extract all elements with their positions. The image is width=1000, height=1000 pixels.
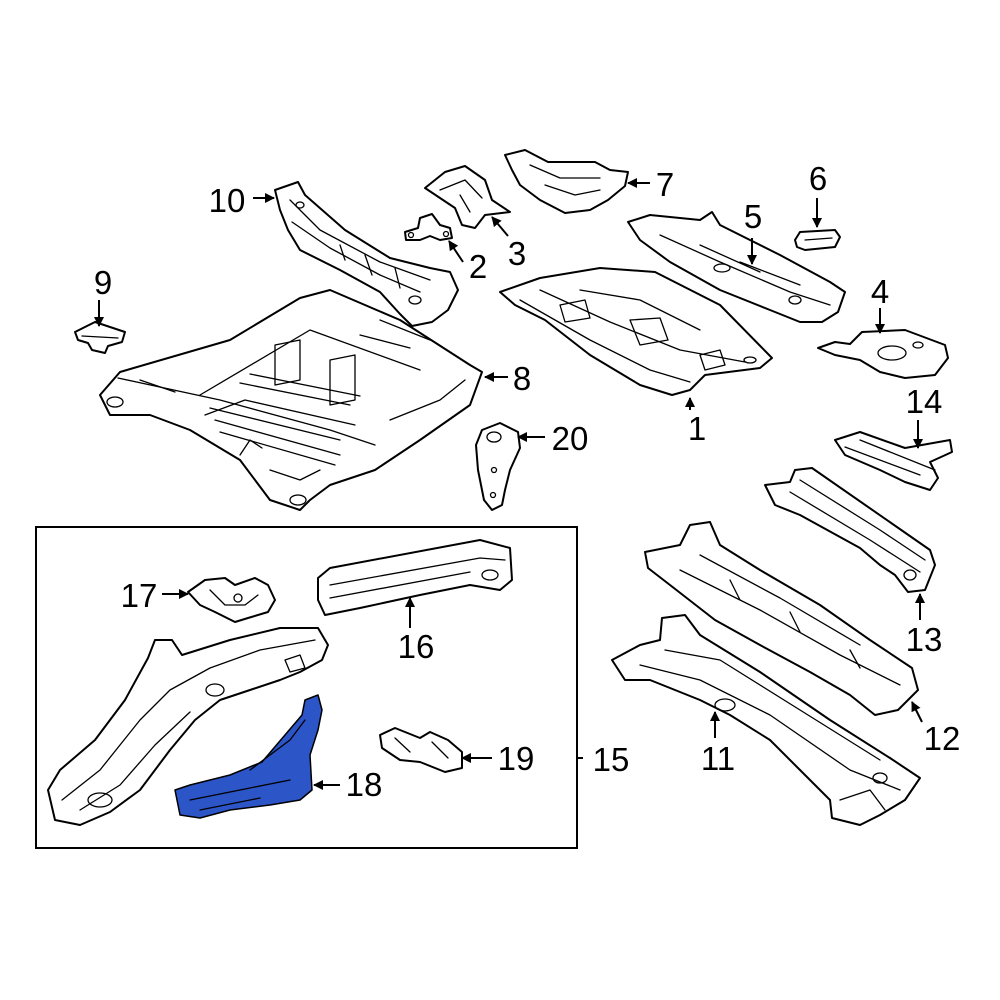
part-15-side-member[interactable] [47,627,329,826]
part-13-cross-member[interactable] [764,467,936,593]
callout-2: 2 [469,248,487,285]
part-7-reinforcement[interactable] [504,149,629,214]
callout-labels: 1 2 3 4 5 6 7 8 9 10 11 12 13 14 15 16 1… [94,160,961,803]
part-2-bracket[interactable] [404,213,453,241]
callout-7: 7 [656,166,674,203]
part-9-plate[interactable] [74,321,126,354]
callout-5: 5 [744,198,762,235]
part-20-bracket[interactable] [475,422,521,511]
part-3-bracket[interactable] [424,165,511,229]
part-19-bracket[interactable] [379,727,463,773]
callout-8: 8 [513,360,531,397]
part-17-bracket[interactable] [187,577,276,623]
callout-19: 19 [498,740,535,777]
part-12-cross-member[interactable] [644,521,919,716]
callout-10: 10 [209,182,246,219]
callout-4: 4 [871,273,889,310]
leader-lines [94,178,925,790]
callout-13: 13 [906,621,943,658]
callout-12: 12 [924,720,961,757]
group-15-box [35,526,578,849]
callout-14: 14 [906,383,943,420]
part-6-cap[interactable] [794,229,841,251]
callout-15: 15 [593,741,630,778]
part-18-highlighted[interactable] [174,694,323,819]
callout-11: 11 [701,740,735,777]
callout-17: 17 [121,577,158,614]
part-1-floor-pan[interactable] [499,267,773,396]
part-16-rail[interactable] [317,539,513,616]
callout-3: 3 [508,235,526,272]
part-8-rear-floor-pan[interactable] [99,289,483,511]
callout-9: 9 [94,264,112,301]
callout-18: 18 [346,766,383,803]
callout-20: 20 [552,420,589,457]
callout-6: 6 [809,160,827,197]
part-5-tunnel-reinforcement[interactable] [627,211,846,323]
part-10-cross-member[interactable] [274,181,459,327]
part-4-plate[interactable] [817,329,949,379]
callout-16: 16 [398,628,435,665]
callout-1: 1 [688,410,706,447]
part-14-bar[interactable] [834,431,953,491]
part-11-cross-member[interactable] [611,614,921,826]
